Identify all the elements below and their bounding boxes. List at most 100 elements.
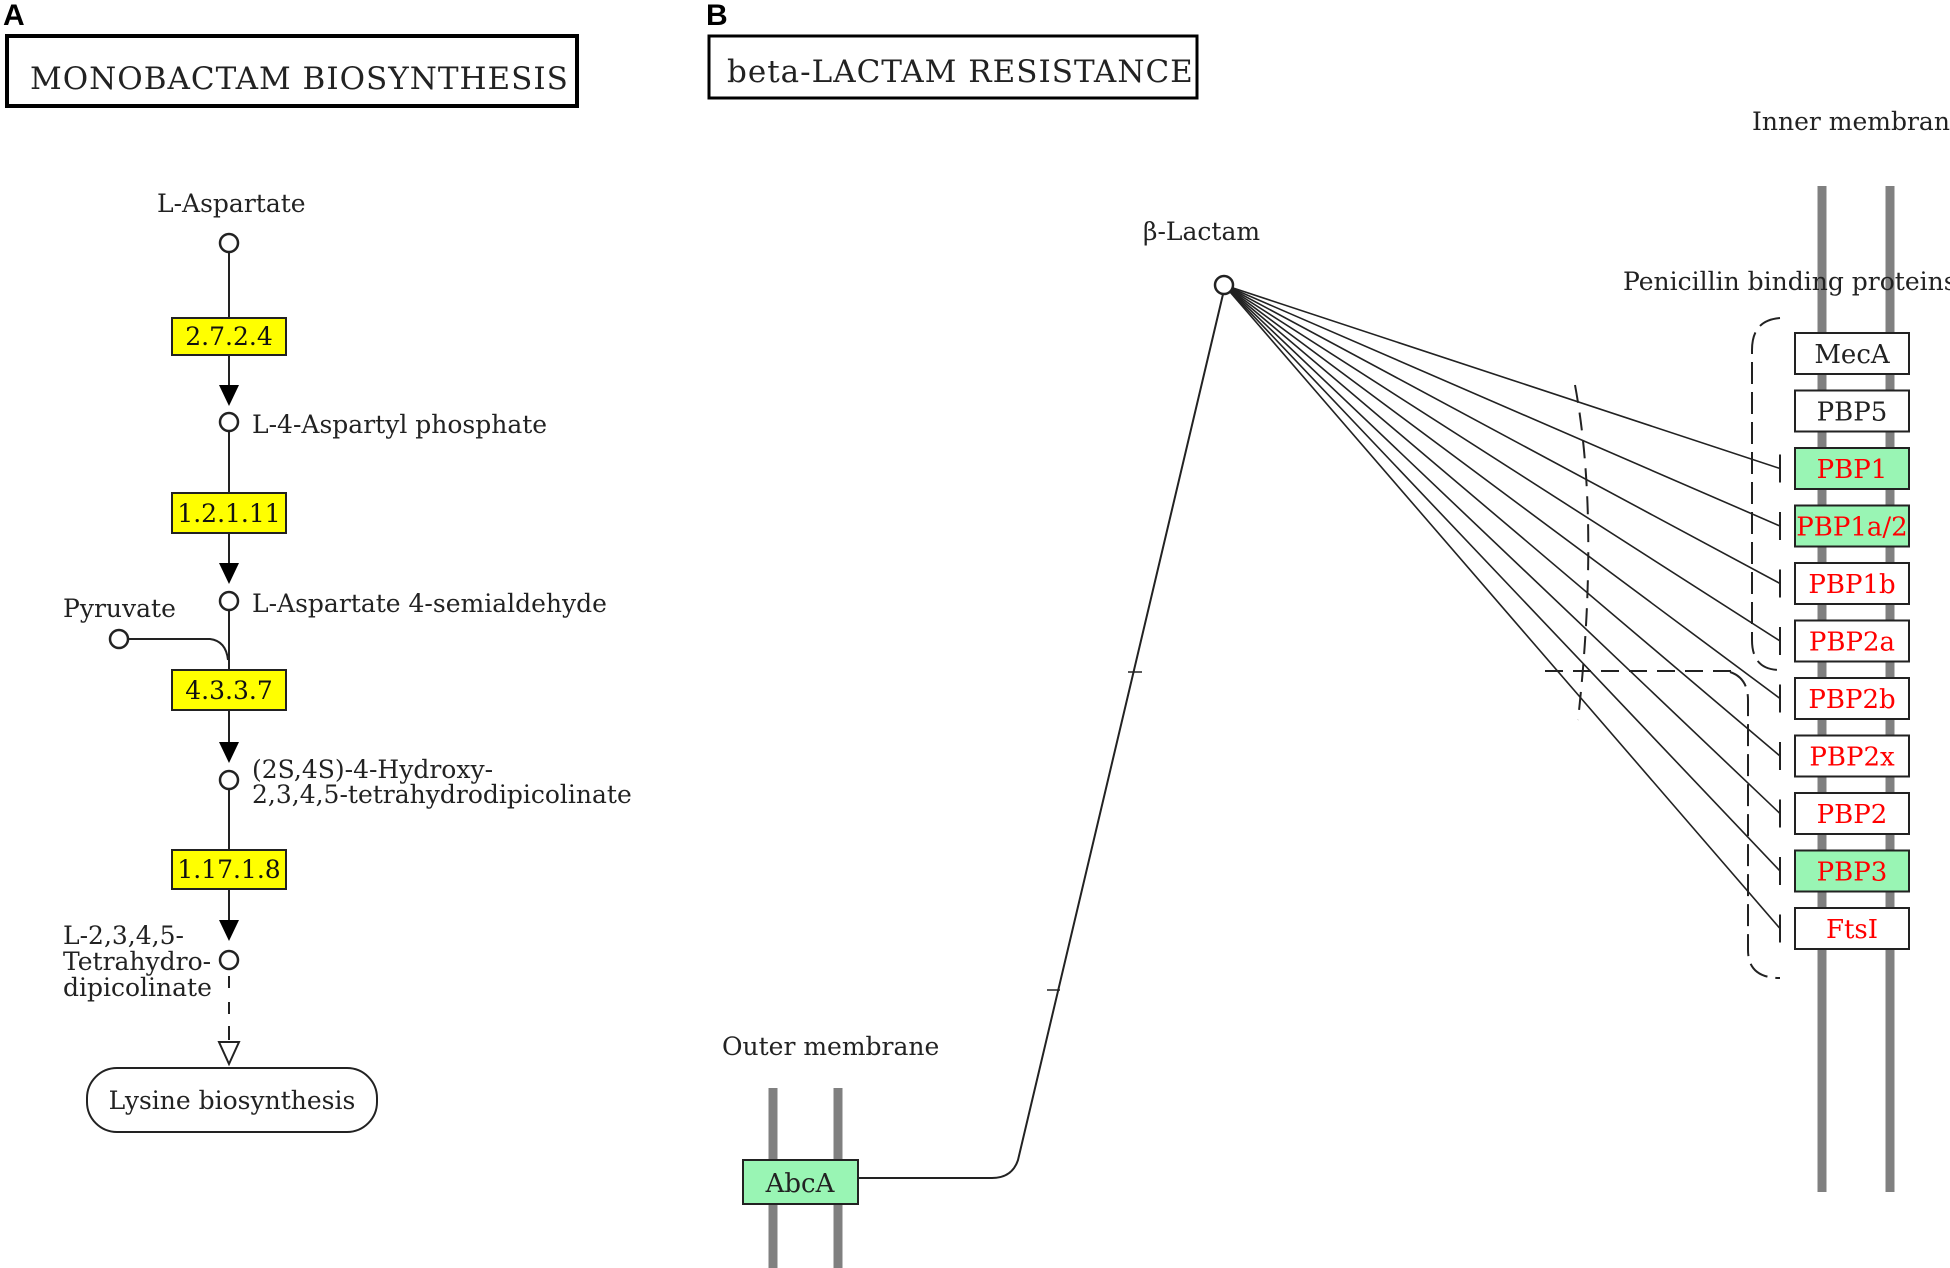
gene-label: PBP1 xyxy=(1817,455,1888,485)
label-thdp-line3: dipicolinate xyxy=(63,973,212,1002)
compound-nodes xyxy=(108,232,240,971)
panel-a-title-box xyxy=(5,34,579,108)
pathway-link-lysine[interactable]: Lysine biosynthesis xyxy=(86,1067,378,1133)
arrow-2 xyxy=(219,563,239,584)
gene-pbp5[interactable]: PBP5 xyxy=(1794,389,1910,433)
enzyme-box[interactable] xyxy=(171,317,287,356)
gene-box[interactable] xyxy=(1794,619,1910,663)
gene-pbp3[interactable]: PBP3 xyxy=(1794,849,1910,893)
gene-label: FtsI xyxy=(1826,915,1878,945)
panel-b: B beta-LACTAM RESISTANCE Inner membrane … xyxy=(706,0,1950,1268)
arrow-3 xyxy=(219,742,239,763)
abca-transport-line xyxy=(858,289,1225,1179)
gene-box[interactable] xyxy=(1794,907,1910,950)
pathway-link-label: Lysine biosynthesis xyxy=(109,1086,356,1115)
gene-box[interactable] xyxy=(1794,792,1910,835)
label-aspartyl-phosphate: L-4-Aspartyl phosphate xyxy=(252,410,547,439)
gene-label: PBP3 xyxy=(1817,858,1888,888)
gene-box[interactable] xyxy=(742,1159,859,1205)
gene-box[interactable] xyxy=(1794,677,1910,720)
inhibition-edge-pbp1b xyxy=(1223,284,1781,585)
gene-label: PBP2 xyxy=(1817,800,1888,830)
gene-meca[interactable]: MecA xyxy=(1794,332,1910,375)
gene-pbp1a-2[interactable]: PBP1a/2 xyxy=(1794,504,1910,548)
compound-node-pyruvate[interactable] xyxy=(108,628,130,650)
compound-node-thdp[interactable] xyxy=(218,949,240,971)
inhibition-edge-pbp1 xyxy=(1223,284,1781,470)
gene-pbp2[interactable]: PBP2 xyxy=(1794,792,1910,835)
gene-box[interactable] xyxy=(1794,447,1910,490)
gene-abca[interactable]: AbcA xyxy=(742,1159,859,1205)
inhibition-edge-ftsi xyxy=(1223,284,1781,930)
gene-label: AbcA xyxy=(765,1169,836,1199)
panel-b-title: beta-LACTAM RESISTANCE xyxy=(727,54,1194,90)
enzyme-4-3-3-7[interactable]: 4.3.3.7 xyxy=(171,669,287,711)
panel-a-title: MONOBACTAM BIOSYNTHESIS xyxy=(30,61,569,97)
pbp-brackets xyxy=(1729,317,1781,979)
open-arrow-lysine xyxy=(217,1041,241,1067)
label-thdp-line2: Tetrahydro- xyxy=(63,947,211,976)
gene-box[interactable] xyxy=(1794,332,1910,375)
enzyme-label: 1.17.1.8 xyxy=(177,855,280,884)
enzyme-box[interactable] xyxy=(171,669,287,711)
inhibition-edge-pbp2b xyxy=(1223,284,1781,700)
label-aspartate: L-Aspartate xyxy=(157,189,306,218)
gene-pbp2x[interactable]: PBP2x xyxy=(1794,734,1910,778)
panel-a: A MONOBACTAM BIOSYNTHESIS xyxy=(3,0,632,1133)
enzyme-label: 1.2.1.11 xyxy=(177,499,280,528)
inhibition-edge-pbp2x xyxy=(1223,284,1781,757)
compound-node-aspartyl-phosphate[interactable] xyxy=(218,411,240,433)
gene-label: MecA xyxy=(1814,340,1891,370)
enzyme-1-17-1-8[interactable]: 1.17.1.8 xyxy=(171,849,287,890)
label-beta-lactam: β-Lactam xyxy=(1143,217,1260,246)
label-hydroxy-line2: 2,3,4,5-tetrahydrodipicolinate xyxy=(252,780,632,809)
pathway-backbone xyxy=(128,252,230,1040)
compound-node-aspartate[interactable] xyxy=(218,232,240,254)
pbp-gene-list: MecA PBP5PBP1PBP1a/2PBP1bPBP2aPBP2bPBP2xP… xyxy=(1794,332,1910,950)
inhibition-edge-pbp2 xyxy=(1223,284,1781,815)
abca-transport-ticks xyxy=(1047,671,1142,991)
label-thdp-line1: L-2,3,4,5- xyxy=(63,921,184,950)
enzyme-label: 2.7.2.4 xyxy=(185,322,272,351)
gene-box[interactable] xyxy=(1794,389,1910,433)
compound-node-hydroxy[interactable] xyxy=(218,769,240,791)
gene-label: PBP1a/2 xyxy=(1796,513,1907,543)
pbp-group-label: Penicillin binding proteins xyxy=(1623,267,1950,296)
arrow-1 xyxy=(219,385,239,406)
inner-membrane-label: Inner membrane xyxy=(1752,107,1950,136)
compound-node-semialdehyde[interactable] xyxy=(218,590,240,612)
gene-box[interactable] xyxy=(1794,504,1910,548)
gene-ftsi[interactable]: FtsI xyxy=(1794,907,1910,950)
pathway-link-box[interactable] xyxy=(86,1067,378,1133)
compound-node-beta-lactam[interactable] xyxy=(1213,274,1235,296)
enzyme-1-2-1-11[interactable]: 1.2.1.11 xyxy=(171,492,287,534)
label-hydroxy-line1: (2S,4S)-4-Hydroxy- xyxy=(252,755,493,784)
gene-pbp2b[interactable]: PBP2b xyxy=(1794,677,1910,720)
gene-label: PBP1b xyxy=(1808,570,1895,600)
inhibition-lines xyxy=(1223,284,1781,943)
arrow-4 xyxy=(219,920,239,941)
enzyme-2-7-2-4[interactable]: 2.7.2.4 xyxy=(171,317,287,356)
inhibition-edge-pbp2a xyxy=(1223,284,1781,642)
panel-b-title-box xyxy=(707,34,1199,100)
enzyme-box[interactable] xyxy=(171,849,287,890)
gene-label: PBP2b xyxy=(1808,685,1895,715)
gene-pbp2a[interactable]: PBP2a xyxy=(1794,619,1910,663)
gene-label: PBP5 xyxy=(1817,398,1888,428)
gene-pbp1[interactable]: PBP1 xyxy=(1794,447,1910,490)
enzyme-box[interactable] xyxy=(171,492,287,534)
outer-membrane-label: Outer membrane xyxy=(722,1032,939,1061)
gene-box[interactable] xyxy=(1794,734,1910,778)
pbp-separator xyxy=(1545,384,1740,721)
gene-pbp1b[interactable]: PBP1b xyxy=(1794,562,1910,605)
gene-label: PBP2a xyxy=(1809,628,1895,658)
gene-box[interactable] xyxy=(1794,849,1910,893)
inhibition-edge-pbp1a-2 xyxy=(1223,284,1781,527)
gene-box[interactable] xyxy=(1794,562,1910,605)
label-pyruvate: Pyruvate xyxy=(63,594,176,623)
label-semialdehyde: L-Aspartate 4-semialdehyde xyxy=(252,589,607,618)
enzyme-label: 4.3.3.7 xyxy=(185,676,272,705)
reaction-arrows xyxy=(219,385,239,941)
gene-label: PBP2x xyxy=(1809,743,1895,773)
